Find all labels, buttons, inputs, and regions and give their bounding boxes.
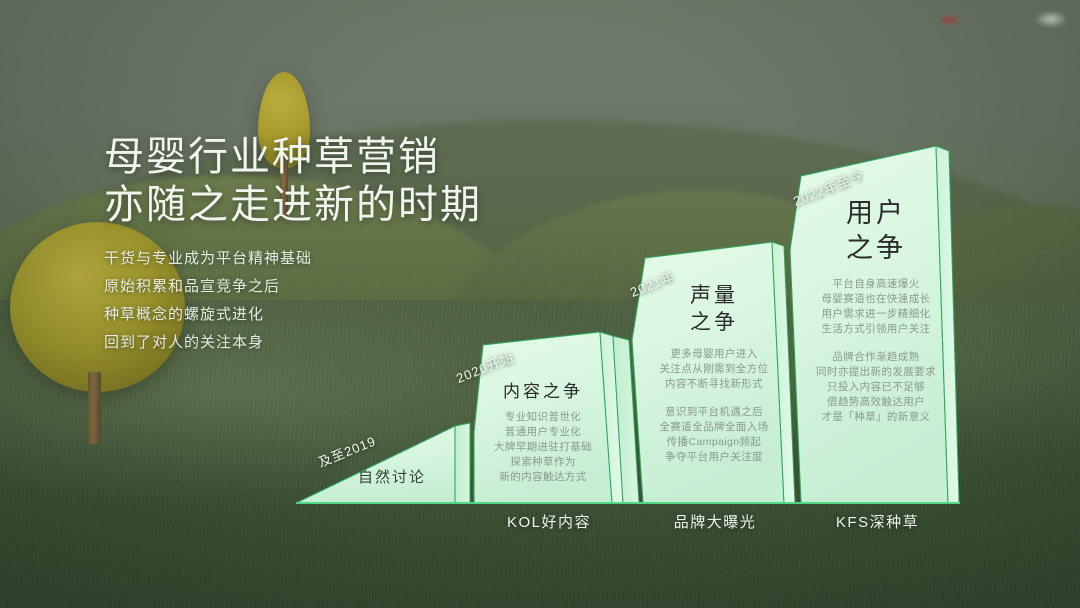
- white-light-artifact: [1034, 12, 1068, 28]
- tree-trunk: [88, 372, 101, 444]
- red-light-artifact: [938, 14, 960, 26]
- page-title-line-2: 亦随之走进新的时期: [104, 183, 482, 227]
- tree-crown: [258, 72, 310, 168]
- step-1-inline-label: 自然讨论: [358, 469, 427, 486]
- tree-trunk: [280, 156, 288, 218]
- tree-small-icon: [258, 72, 310, 218]
- page-title-line-1: 母婴行业种草营销: [104, 135, 440, 179]
- subtitle-line: 原始积累和品宣竞争之后: [104, 278, 281, 295]
- subtitle-line: 干货与专业成为平台精神基础: [104, 250, 313, 267]
- subtitle-line: 种草概念的螺旋式进化: [104, 306, 265, 323]
- base-label-step-3: 品牌大曝光: [673, 514, 757, 531]
- tree-large-icon: [10, 222, 185, 444]
- headline-block: 母婴行业种草营销 亦随之走进新的时期 干货与专业成为平台精神基础 原始积累和品宣…: [104, 133, 574, 357]
- base-label-step-2: KOL好内容: [506, 514, 591, 531]
- subtitle-line: 回到了对人的关注本身: [104, 334, 265, 351]
- tree-crown: [10, 222, 185, 392]
- subtitle-block: 干货与专业成为平台精神基础 原始积累和品宣竞争之后 种草概念的螺旋式进化 回到了…: [104, 245, 574, 357]
- base-label-step-4: KFS深种草: [835, 514, 920, 531]
